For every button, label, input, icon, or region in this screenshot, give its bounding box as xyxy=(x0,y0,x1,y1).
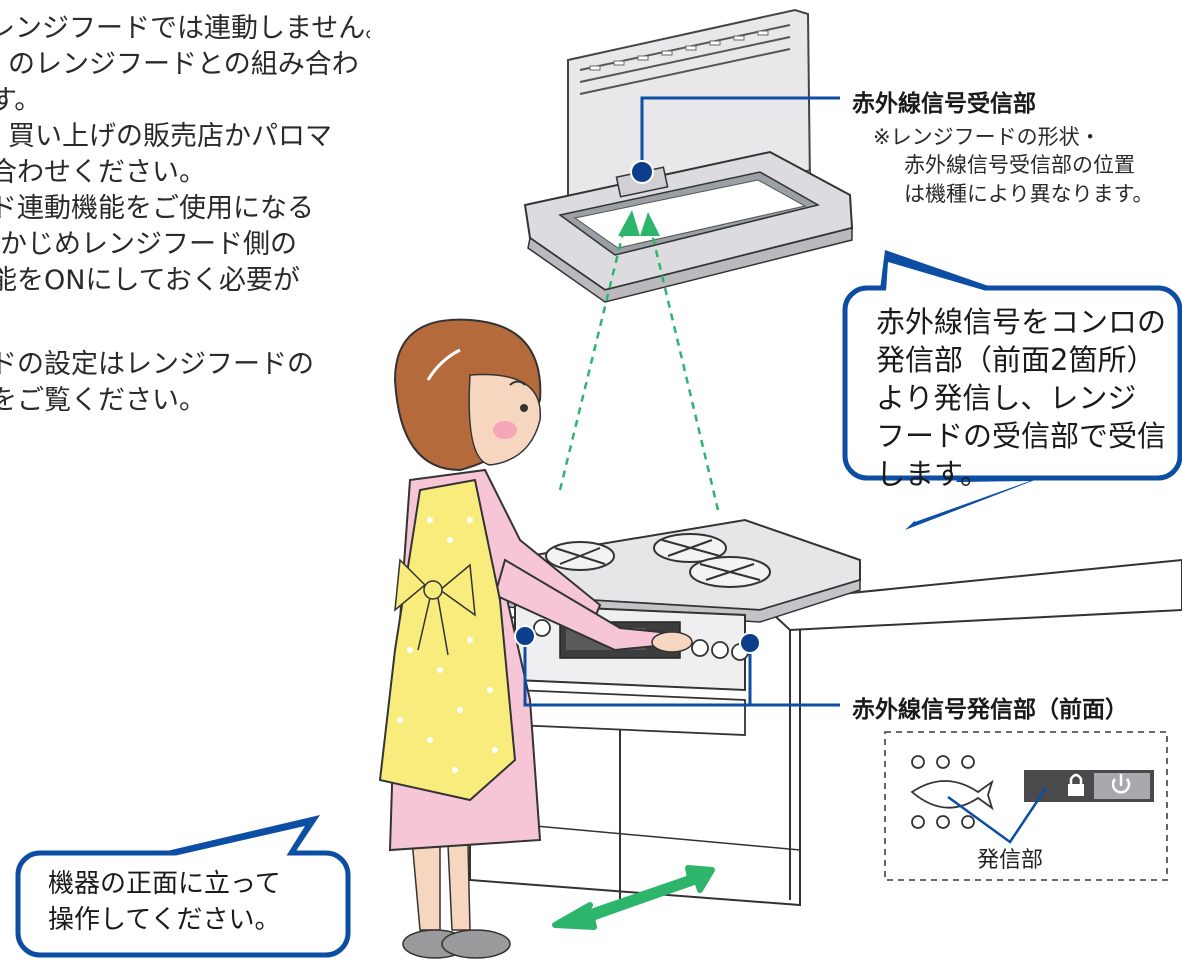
explanation-line: します。 xyxy=(876,457,990,491)
explanation-line: より発信し、レンジ xyxy=(876,381,1137,415)
left-text-line: のレンジフードとの組み合わ xyxy=(8,49,359,80)
instruction-line: 機器の正面に立って xyxy=(48,869,281,899)
left-instruction-text: レンジフードでは連動しません。 のレンジフードとの組み合わ す。 買い上げの販売… xyxy=(0,12,370,432)
receiver-pointer xyxy=(630,96,840,184)
instruction-bubble-shape xyxy=(15,815,351,958)
left-text-line: ド連動機能をご使用になる xyxy=(0,193,314,224)
left-text-line: す。 xyxy=(0,85,42,116)
instruction-line: 操作してください。 xyxy=(48,905,281,935)
infrared-signal-beams xyxy=(558,210,720,511)
fish-icon xyxy=(910,779,994,811)
left-text-line: 買い上げの販売店かパロマ xyxy=(8,121,332,152)
explanation-line: 赤外線信号をコンロの xyxy=(876,305,1167,339)
range-hood xyxy=(523,8,854,303)
power-icon xyxy=(1111,774,1131,794)
left-text-line: 能をONにしておく必要が xyxy=(0,265,300,296)
transmitter-inset xyxy=(884,731,1168,881)
explanation-bubble-shape xyxy=(842,250,1182,530)
transmitter-label: 赤外線信号発信部（前面） xyxy=(852,697,1128,723)
receiver-note-line: は機種により異なります。 xyxy=(904,182,1154,206)
transmitter-inset-label: 発信部 xyxy=(977,848,1044,873)
left-text-line: レンジフードでは連動しません。 xyxy=(0,13,370,44)
explanation-line: フードの受信部で受信 xyxy=(876,419,1167,453)
receiver-note-line: ※レンジフードの形状・ xyxy=(873,125,1101,149)
left-text-line: ドの設定はレンジフードの xyxy=(0,349,314,380)
left-text-line: をご覧ください。 xyxy=(0,385,206,416)
stand-in-front-arrow xyxy=(552,865,715,930)
explanation-line: 発信部（前面2箇所） xyxy=(876,343,1156,377)
left-text-line: かじめレンジフード側の xyxy=(0,229,297,260)
receiver-note-line: 赤外線信号受信部の位置 xyxy=(904,153,1135,177)
left-text-line: 合わせください。 xyxy=(0,157,206,188)
transmitter-pointers xyxy=(514,625,840,707)
woman-figure xyxy=(378,318,693,959)
receiver-label: 赤外線信号受信部 xyxy=(852,91,1036,117)
lock-icon xyxy=(1068,773,1084,796)
